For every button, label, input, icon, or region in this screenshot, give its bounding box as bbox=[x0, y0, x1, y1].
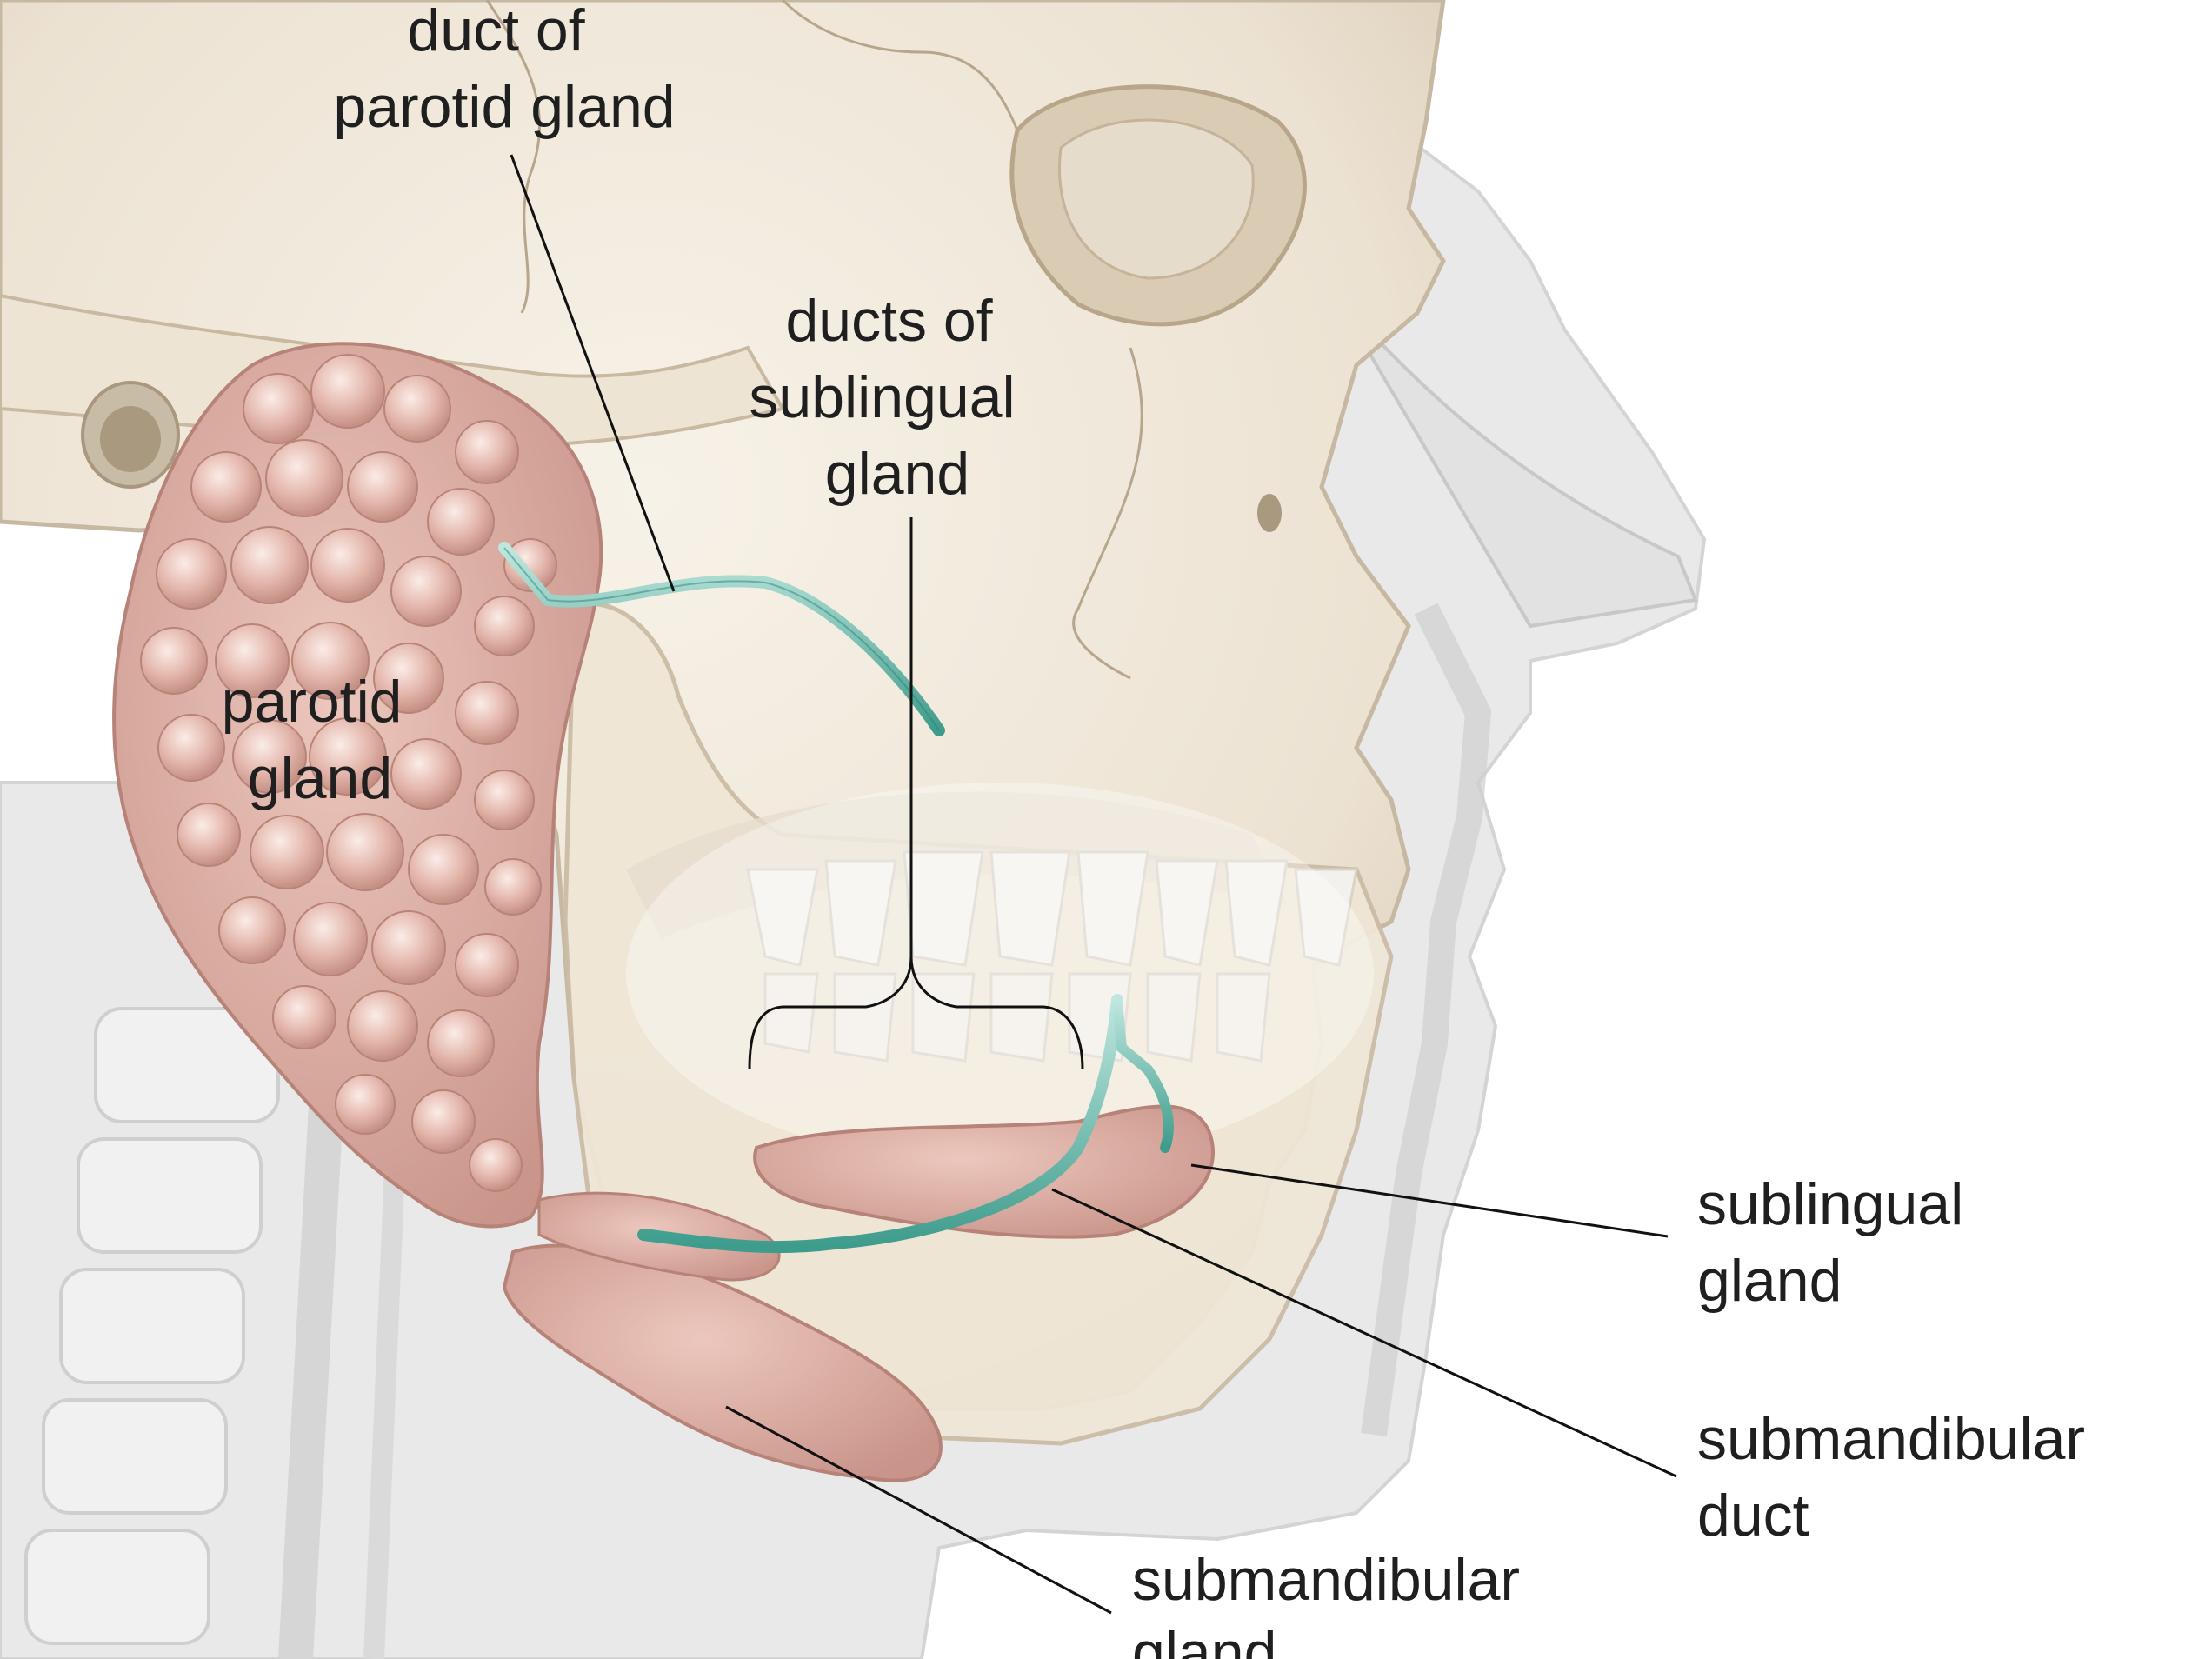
parotid-lobule bbox=[474, 770, 535, 830]
parotid-lobule bbox=[265, 439, 343, 517]
parotid-lobule bbox=[215, 623, 290, 698]
leader-submandibular-gland bbox=[725, 1405, 1112, 1615]
parotid-lobule bbox=[272, 985, 336, 1049]
leader-submandibular-duct bbox=[1051, 1188, 1677, 1478]
parotid-lobule bbox=[411, 1089, 476, 1154]
labels: duct of parotid gland ducts of sublingua… bbox=[222, 0, 2102, 1659]
tongue-overlay bbox=[626, 783, 1374, 1165]
parotid-lobule bbox=[503, 538, 557, 592]
parotid-lobule bbox=[250, 815, 324, 889]
label-parotid-gland: parotid gland bbox=[222, 669, 419, 811]
cervical-spine bbox=[24, 1007, 410, 1659]
parotid-lobule bbox=[455, 420, 519, 484]
leader-sublingual-gland bbox=[1190, 1163, 1669, 1238]
parotid-lobule bbox=[230, 526, 309, 604]
parotid-lobule bbox=[455, 681, 519, 745]
parotid-lobule bbox=[335, 1074, 396, 1135]
parotid-lobule bbox=[218, 896, 286, 964]
parotid-lobule bbox=[243, 373, 314, 444]
parotid-lobule bbox=[474, 596, 535, 656]
parotid-lobule bbox=[293, 902, 368, 976]
parotid-lobule bbox=[469, 1138, 523, 1192]
parotid-lobule bbox=[156, 538, 227, 610]
label-ducts-of-sublingual-gland: ducts of sublingual gland bbox=[749, 288, 1031, 507]
parotid-lobule bbox=[383, 375, 451, 443]
parotid-lobule bbox=[371, 910, 446, 985]
parotid-lobule bbox=[190, 451, 262, 523]
parotid-lobule bbox=[157, 714, 225, 782]
parotid-lobule bbox=[455, 933, 519, 997]
label-duct-of-parotid-gland: duct of parotid gland bbox=[333, 0, 675, 140]
parotid-lobule bbox=[310, 354, 385, 429]
parotid-lobule bbox=[427, 488, 495, 556]
leader-duct-of-parotid-gland bbox=[510, 154, 676, 592]
parotid-lobule bbox=[390, 556, 462, 627]
ducts bbox=[498, 542, 1174, 1254]
leader-lines bbox=[510, 154, 1677, 1615]
label-submandibular-gland: submandibular gland bbox=[1132, 1547, 1536, 1659]
parotid-lobule bbox=[326, 813, 404, 891]
parotid-lobule bbox=[390, 738, 462, 810]
parotid-lobule bbox=[177, 803, 241, 867]
parotid-lobule bbox=[427, 1009, 495, 1077]
parotid-lobule bbox=[291, 622, 370, 700]
parotid-lobule bbox=[310, 528, 385, 603]
parotid-gland-shape bbox=[112, 342, 603, 1229]
parotid-lobule bbox=[484, 858, 542, 916]
label-submandibular-duct: submandibular duct bbox=[1697, 1406, 2102, 1549]
parotid-lobule bbox=[373, 643, 444, 714]
teeth bbox=[746, 850, 1358, 1063]
parotid-lobule bbox=[309, 717, 387, 796]
parotid-lobule bbox=[232, 719, 307, 794]
parotid-lobule bbox=[347, 451, 418, 523]
leader-ducts-of-sublingual-gland-bracket bbox=[748, 517, 1084, 1070]
label-sublingual-gland: sublingual gland bbox=[1697, 1171, 1980, 1314]
parotid-lobule bbox=[408, 834, 479, 905]
parotid-lobule bbox=[347, 990, 418, 1062]
parotid-lobule bbox=[140, 627, 208, 695]
sublingual-gland-shape bbox=[753, 1104, 1215, 1239]
